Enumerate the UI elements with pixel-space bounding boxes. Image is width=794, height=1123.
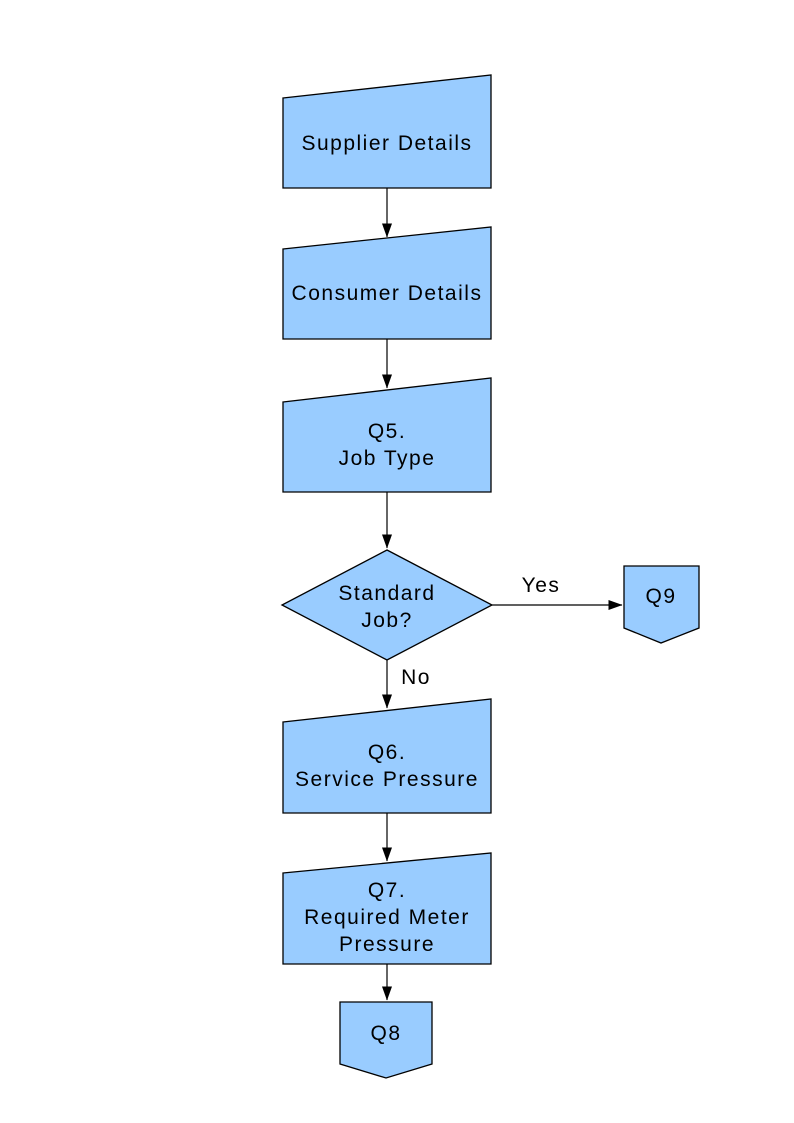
node-label: Service Pressure bbox=[295, 768, 479, 791]
node-label: Q7. bbox=[368, 879, 406, 902]
node-label: Standard bbox=[338, 582, 435, 605]
manual-input-shape bbox=[282, 226, 492, 340]
node-q9-connector: Q9 bbox=[623, 565, 700, 644]
offpage-connector-shape bbox=[623, 565, 700, 644]
node-label: Q6. bbox=[368, 741, 406, 764]
node-label: Supplier Details bbox=[301, 132, 472, 155]
node-label: Job? bbox=[361, 609, 413, 632]
node-label: Job Type bbox=[339, 447, 436, 470]
edge-label-yes: Yes bbox=[522, 574, 561, 597]
node-q6-service-pressure: Q6. Service Pressure bbox=[282, 698, 492, 814]
node-q5-job-type: Q5. Job Type bbox=[282, 377, 492, 493]
node-label: Q9 bbox=[645, 585, 676, 608]
decision-standard-job: Standard Job? bbox=[280, 549, 494, 661]
offpage-connector-shape bbox=[339, 1001, 433, 1079]
manual-input-shape bbox=[282, 698, 492, 814]
node-label: Q8 bbox=[370, 1022, 401, 1045]
node-label: Pressure bbox=[339, 933, 435, 956]
node-label: Required Meter bbox=[304, 906, 470, 929]
decision-diamond bbox=[280, 549, 494, 661]
manual-input-shape bbox=[282, 852, 492, 965]
node-q8-connector: Q8 bbox=[339, 1001, 433, 1079]
node-label: Q5. bbox=[368, 420, 406, 443]
node-consumer-details: Consumer Details bbox=[282, 226, 492, 340]
node-label: Consumer Details bbox=[292, 282, 483, 305]
edge-label-no: No bbox=[401, 666, 431, 689]
node-supplier-details: Supplier Details bbox=[282, 74, 492, 189]
manual-input-shape bbox=[282, 74, 492, 189]
manual-input-shape bbox=[282, 377, 492, 493]
node-q7-required-meter-pressure: Q7. Required Meter Pressure bbox=[282, 852, 492, 965]
